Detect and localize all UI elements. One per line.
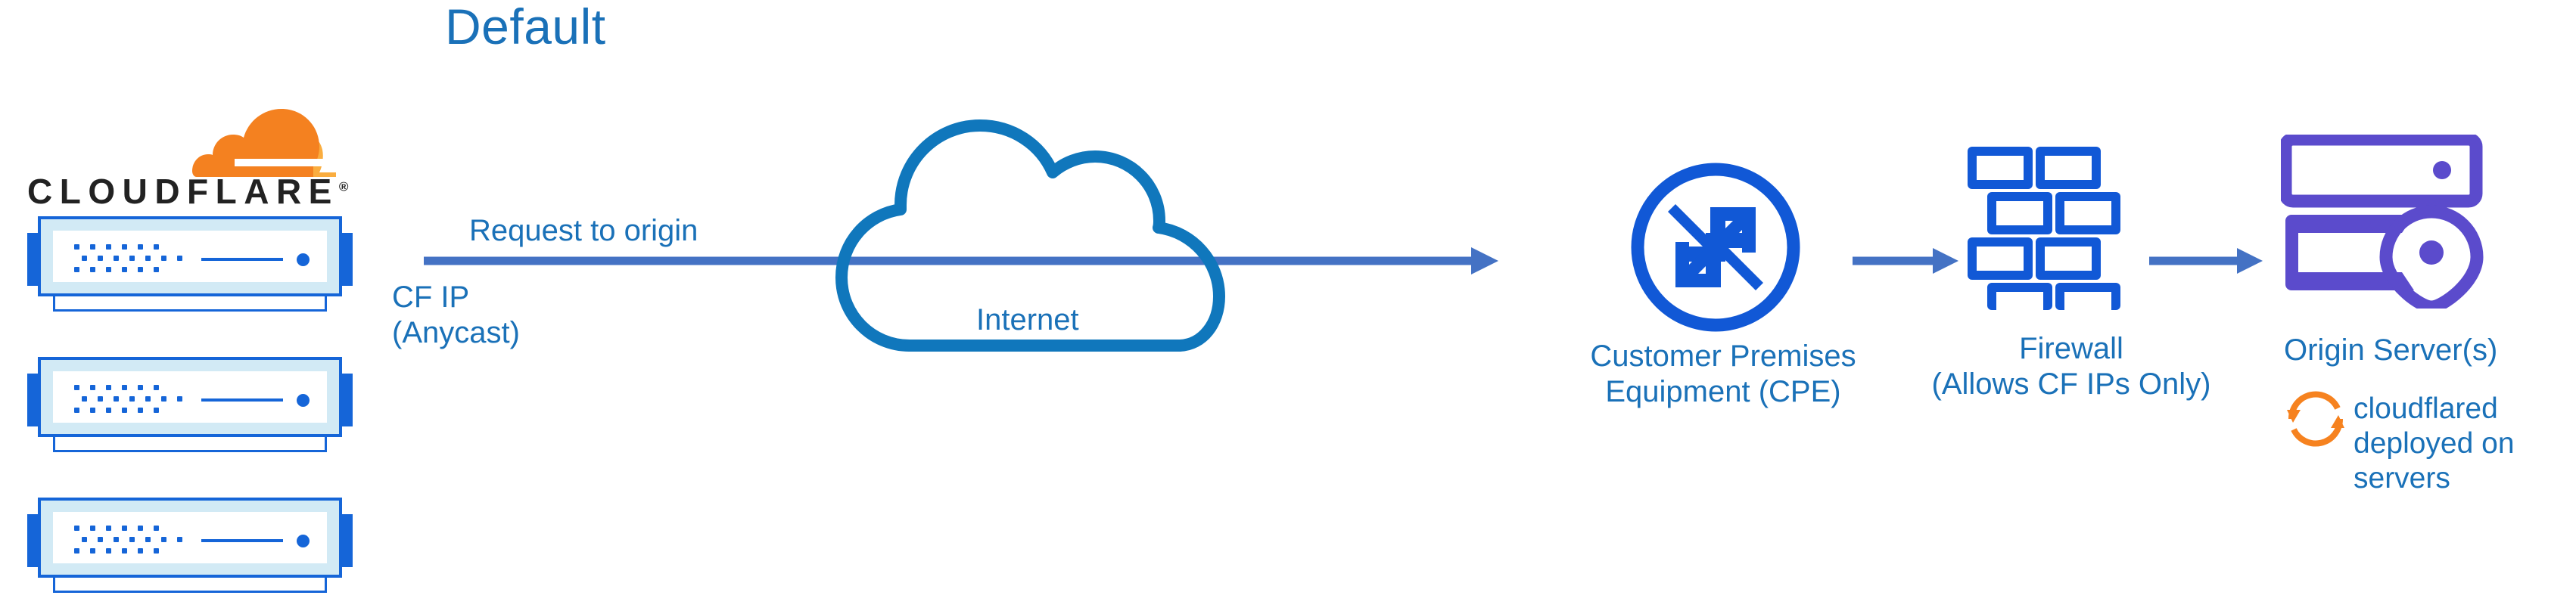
registered-trademark-symbol: ®	[338, 179, 349, 194]
server-rack-icon	[27, 357, 353, 459]
cloudflare-logo: CLOUDFLARE®	[27, 106, 353, 209]
rack-body	[38, 357, 342, 437]
server-rack-icon	[27, 216, 353, 318]
refresh-circular-arrows-icon	[2287, 391, 2344, 447]
server-rack-icon	[27, 498, 353, 600]
cloudflare-cloud-logo-icon	[192, 109, 336, 177]
router-four-arrows-icon	[1631, 163, 1800, 332]
node-label-firewall: Firewall (Allows CF IPs Only)	[1931, 332, 2211, 402]
node-label-origin-server: Origin Server(s)	[2284, 333, 2498, 367]
rack-vent-dots	[74, 244, 182, 274]
server-with-location-pin-icon	[2281, 135, 2484, 309]
cloud-outline-icon	[835, 119, 1225, 352]
cloudflare-wordmark-text: CLOUDFLARE	[27, 172, 339, 211]
rack-vent-dots	[74, 385, 182, 415]
rack-status-led	[297, 394, 310, 407]
rack-status-led	[297, 535, 310, 547]
edge-label-request-to-origin: Request to origin	[469, 214, 698, 247]
brick-wall-icon	[1968, 147, 2120, 310]
rack-face	[53, 512, 327, 563]
arrow-cpe-to-firewall	[1853, 248, 1958, 274]
rack-face	[53, 231, 327, 282]
rack-vent-dots	[74, 526, 182, 556]
arrow-firewall-to-origin	[2149, 248, 2263, 274]
page-title: Default	[445, 0, 606, 54]
rack-body	[38, 498, 342, 578]
rack-shadow	[53, 295, 327, 312]
node-label-cpe: Customer Premises Equipment (CPE)	[1590, 340, 1856, 409]
node-label-internet: Internet	[976, 303, 1079, 336]
rack-body	[38, 216, 342, 296]
rack-shadow	[53, 436, 327, 452]
annotation-label-cloudflared: cloudflared deployed on servers	[2354, 392, 2515, 495]
rack-face	[53, 371, 327, 423]
rack-shadow	[53, 576, 327, 593]
cloudflare-wordmark: CLOUDFLARE®	[27, 174, 348, 209]
rack-slot-line	[201, 398, 283, 402]
rack-status-led	[297, 253, 310, 266]
label-cf-ip-anycast: CF IP (Anycast)	[392, 281, 520, 350]
arrow-request-to-origin	[424, 247, 1498, 274]
rack-slot-line	[201, 539, 283, 542]
rack-slot-line	[201, 258, 283, 261]
